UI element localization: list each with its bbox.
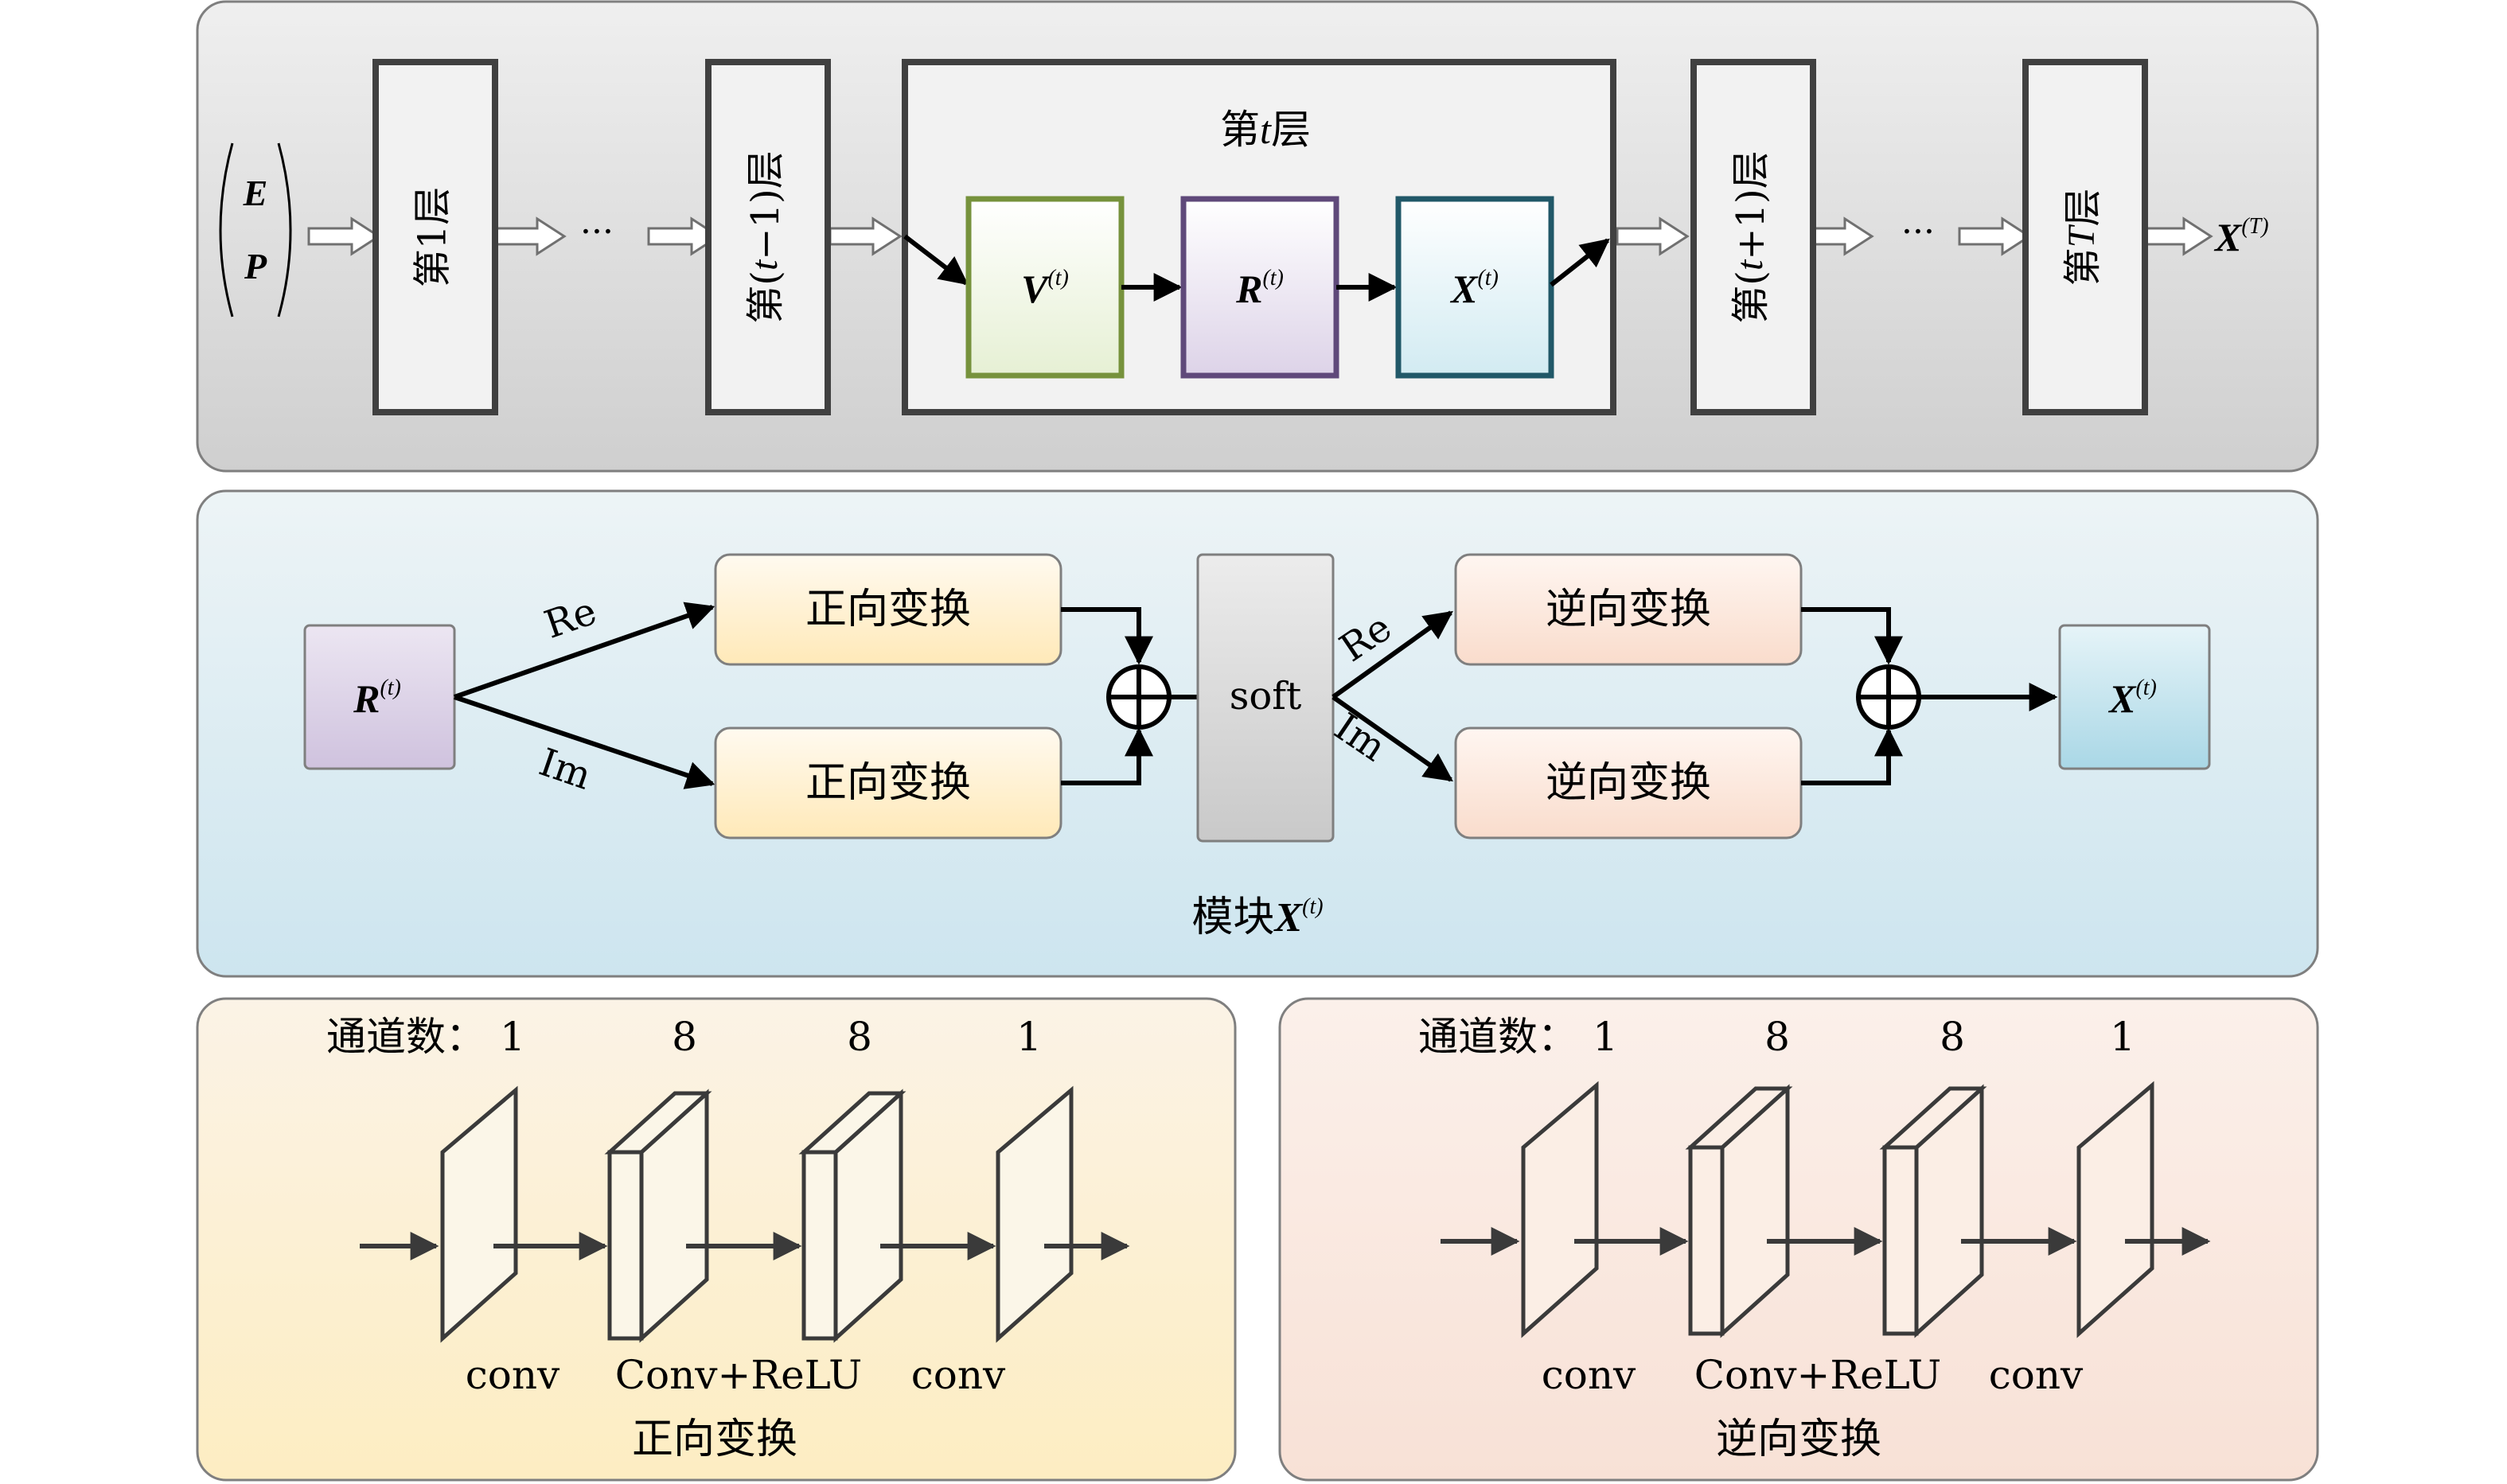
br-layer-convrelu-2-top — [1879, 1086, 1987, 1150]
arrow-into-v — [903, 234, 969, 286]
layer-1-label: 第1层 — [411, 187, 455, 288]
arrow-im-2 — [1331, 695, 1453, 782]
bl-conv-stack — [360, 1085, 1130, 1343]
bl-layer-convrelu-1-front — [607, 1150, 644, 1341]
module-v-label: V(t) — [1021, 266, 1069, 311]
module-x-box — [1395, 196, 1554, 379]
forward-transform-label-1: 正向变换 — [805, 586, 971, 633]
bl-layer-conv-2 — [996, 1085, 1074, 1343]
br-channel-2: 8 — [1764, 1014, 1790, 1060]
br-layer-convrelu-1-front — [1688, 1145, 1725, 1336]
layer-T-box — [2022, 59, 2148, 415]
right-paren — [277, 142, 292, 317]
arrow-fwd1-to-sum — [1061, 607, 1153, 665]
ellipsis-1: ··· — [580, 212, 614, 252]
br-channel-4: 1 — [2110, 1014, 2135, 1060]
br-layer-conv-2 — [2076, 1081, 2154, 1338]
inverse-transform-label-2: 逆向变换 — [1546, 759, 1711, 807]
bl-label-conv-1: conv — [466, 1352, 560, 1398]
layer-next-box — [1690, 59, 1816, 415]
br-label-conv-2: conv — [1989, 1352, 2084, 1398]
middle-input-label: R(t) — [353, 676, 401, 721]
module-r-label: R(t) — [1235, 266, 1284, 311]
soft-label: soft — [1230, 674, 1302, 719]
input-P: P — [244, 246, 267, 286]
bl-label-conv-2: conv — [911, 1352, 1006, 1398]
bottom-left-panel — [196, 997, 1237, 1482]
module-x-label: X(t) — [1449, 266, 1499, 311]
br-conv-stack — [1441, 1081, 2211, 1338]
layer-prev-label: 第(t−1)层 — [743, 150, 788, 324]
br-channel-1: 1 — [1593, 1014, 1618, 1060]
middle-output-box — [2058, 624, 2211, 770]
bl-channel-1: 1 — [500, 1014, 525, 1060]
module-v-box — [965, 196, 1125, 379]
arrow-inv1-to-sum — [1801, 607, 1903, 665]
br-channel-3: 8 — [1940, 1014, 1965, 1060]
input-E: E — [243, 173, 268, 213]
arrow-im-1 — [454, 695, 715, 789]
bl-channel-4: 1 — [1016, 1014, 1042, 1060]
br-layer-convrelu-2-front — [1882, 1145, 1919, 1336]
bl-layer-conv-1 — [440, 1085, 518, 1343]
br-caption: 逆向变换 — [1716, 1416, 1881, 1463]
bl-layer-convrelu-2-front — [801, 1150, 838, 1341]
br-label-convrelu: Conv+ReLU — [1694, 1352, 1942, 1398]
bl-caption: 正向变换 — [632, 1416, 797, 1463]
bl-layer-convrelu-2-top — [798, 1091, 906, 1155]
bl-layer-convrelu-1-top — [604, 1091, 712, 1155]
bl-channels-label: 通道数： — [326, 1014, 485, 1060]
layer-1-box — [372, 59, 498, 415]
middle-caption: 模块X(t) — [1191, 894, 1323, 941]
top-output-label: X(T) — [2213, 214, 2269, 259]
ellipsis-2: ··· — [1901, 212, 1935, 252]
layer-T-label: 第T层 — [2061, 189, 2105, 286]
layer-next-label: 第(t+1)层 — [1729, 150, 1773, 324]
middle-output-label: X(t) — [2107, 676, 2157, 721]
arrow-x-out — [1550, 238, 1610, 287]
arrow-inv2-to-sum — [1801, 727, 1903, 785]
forward-transform-label-2: 正向变换 — [805, 759, 971, 807]
module-r-box — [1180, 196, 1339, 379]
bl-channel-2: 8 — [672, 1014, 697, 1060]
layer-prev-box — [705, 59, 831, 415]
bl-label-convrelu: Conv+ReLU — [615, 1352, 863, 1398]
br-label-conv-1: conv — [1542, 1352, 1636, 1398]
sum-node-2 — [1856, 664, 1921, 730]
input-vector: E P — [219, 142, 292, 317]
sum-node-1 — [1106, 664, 1172, 730]
inverse-transform-label-1: 逆向变换 — [1546, 586, 1711, 633]
br-layer-convrelu-1-top — [1685, 1086, 1793, 1150]
left-paren — [219, 142, 234, 317]
bl-channel-3: 8 — [847, 1014, 872, 1060]
br-layer-conv-1 — [1521, 1081, 1599, 1338]
layer-t-title: 第t层 — [1220, 107, 1311, 153]
arrow-fwd2-to-sum — [1061, 727, 1153, 785]
arrow-re-2 — [1331, 610, 1453, 699]
br-channels-label: 通道数： — [1418, 1014, 1577, 1060]
arrow-re-1 — [454, 602, 715, 699]
